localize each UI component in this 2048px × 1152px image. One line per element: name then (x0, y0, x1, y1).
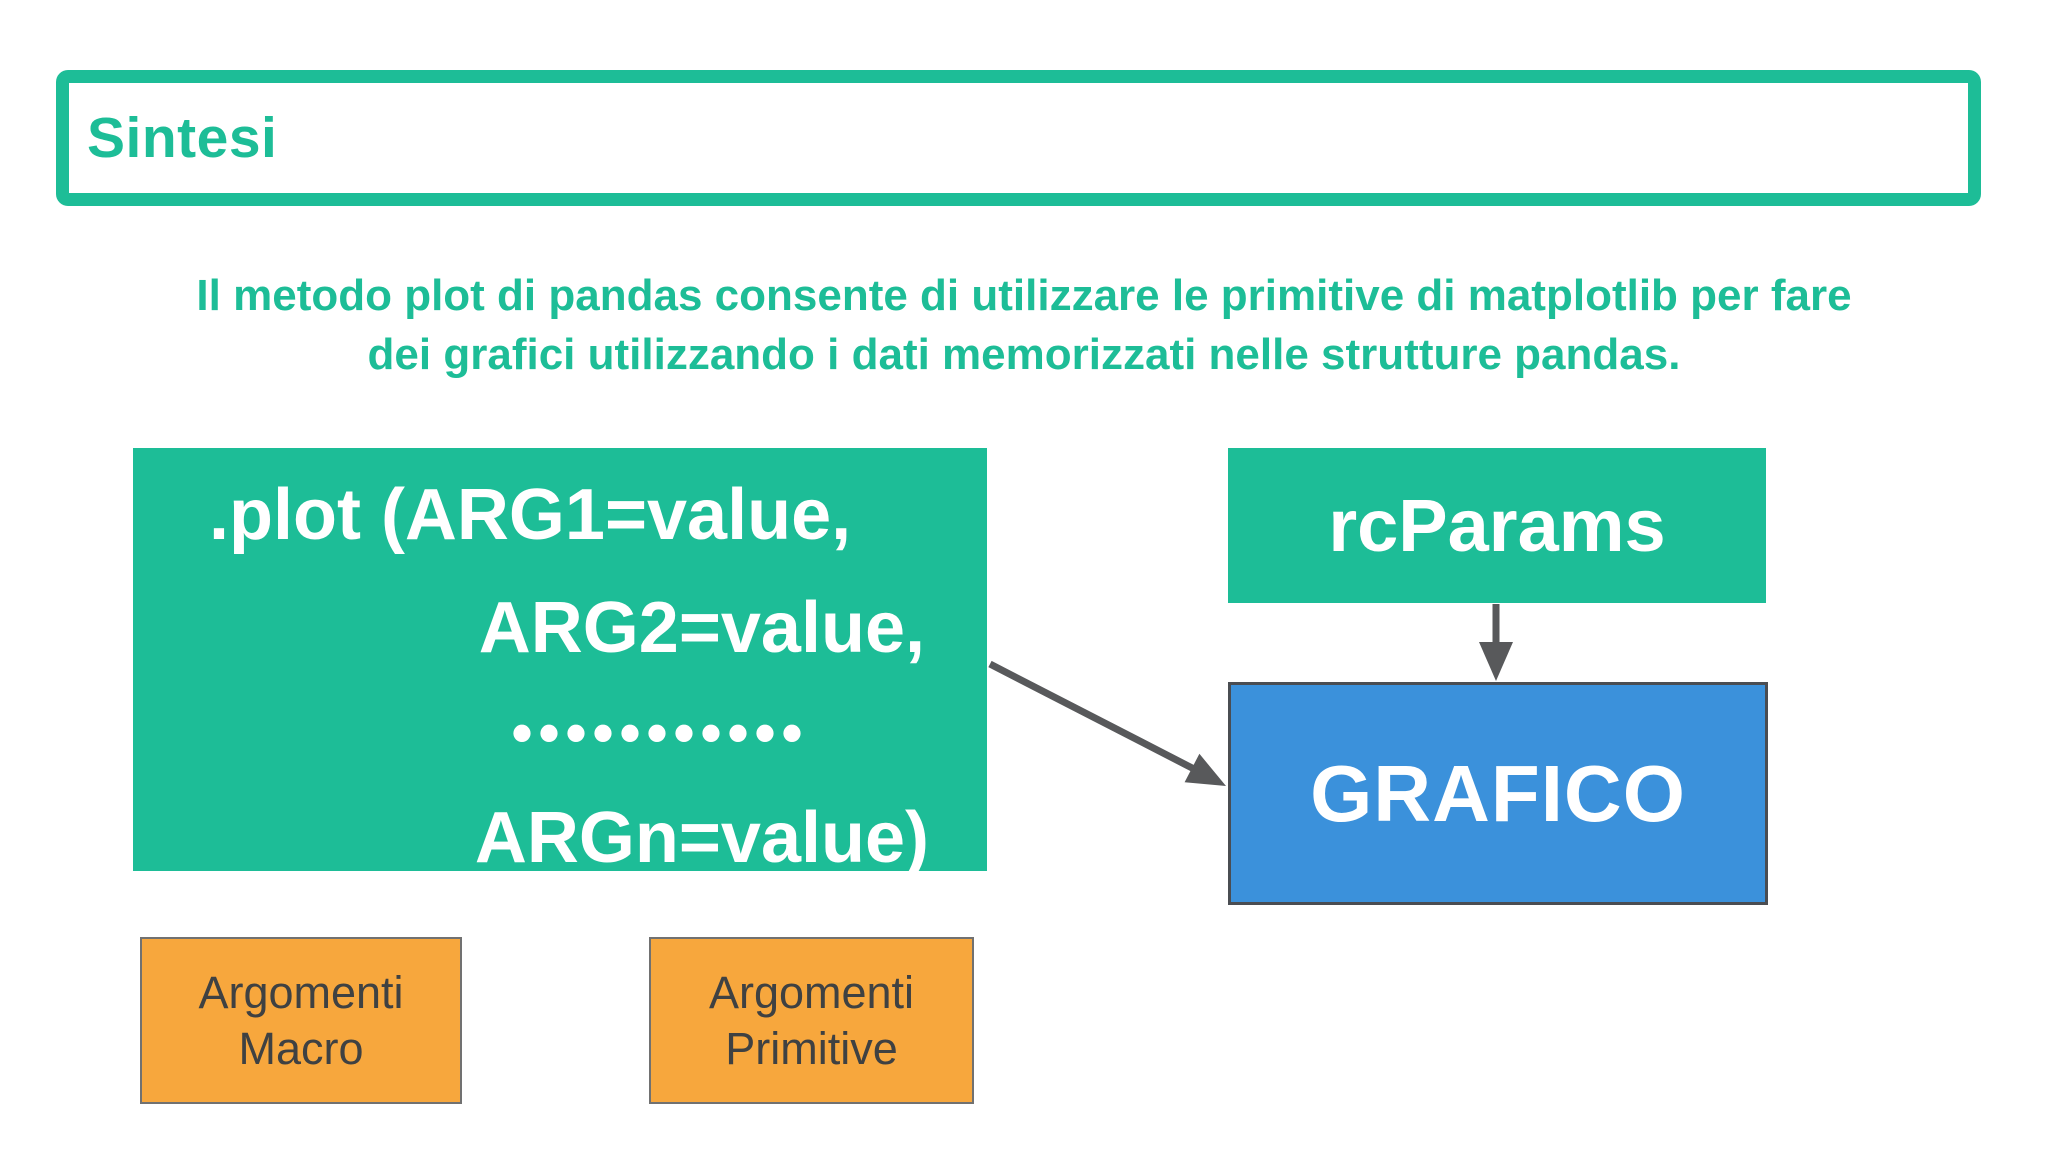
argomenti-macro-box: Argomenti Macro (140, 937, 462, 1104)
grafico-box: GRAFICO (1228, 682, 1768, 905)
description-line-1: Il metodo plot di pandas consente di uti… (196, 271, 1852, 320)
rcparams-to-grafico-arrow (1479, 604, 1513, 681)
grafico-label: GRAFICO (1310, 748, 1686, 838)
plot-line-arg1: .plot (ARG1=value, (209, 474, 852, 555)
macro-line-1: Argomenti (198, 966, 404, 1018)
title-box: Sintesi (56, 70, 1981, 206)
plot-line-argn: ARGn=value) (474, 797, 929, 878)
primitive-line-1: Argomenti (708, 966, 915, 1018)
slide-title: Sintesi (87, 106, 278, 170)
plot-method-box: .plot (ARG1=value, ARG2=value, •••••••••… (133, 448, 987, 878)
description-line-2: dei grafici utilizzando i dati memorizza… (367, 330, 1681, 379)
plot-line-ellipsis: ••••••••••• (511, 699, 809, 766)
macro-line-2: Macro (238, 1022, 364, 1074)
rcparams-box: rcParams (1228, 448, 1766, 603)
plot-line-arg2: ARG2=value, (478, 587, 925, 668)
primitive-line-2: Primitive (725, 1022, 898, 1074)
rcparams-label: rcParams (1328, 484, 1666, 567)
description-paragraph: Il metodo plot di pandas consente di uti… (0, 266, 2048, 384)
argomenti-primitive-box: Argomenti Primitive (649, 937, 974, 1104)
